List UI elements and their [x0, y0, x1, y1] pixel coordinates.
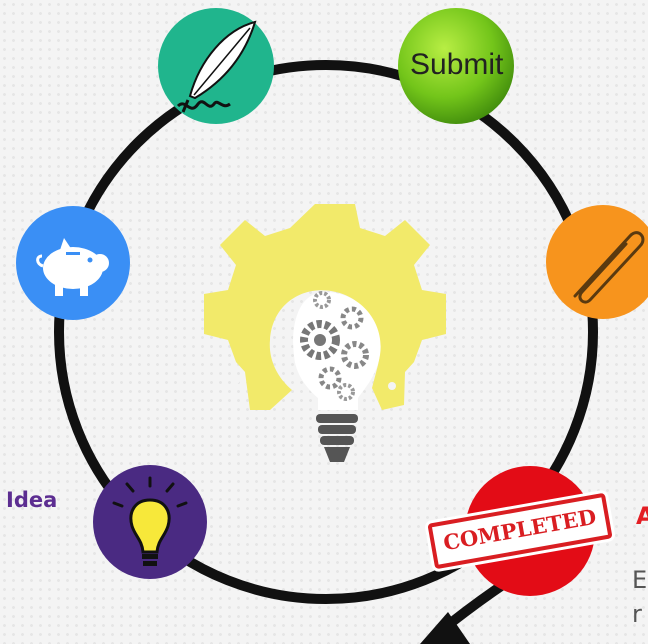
write-step[interactable]	[158, 8, 274, 124]
submit-label[interactable]: Submit	[410, 48, 504, 81]
lightbulb-gears-icon	[204, 204, 446, 462]
completed-heading: A	[636, 502, 648, 530]
exit-arrowhead	[420, 612, 470, 644]
idea-step[interactable]	[93, 465, 207, 579]
feather-pen-icon	[176, 20, 257, 113]
submit-circle[interactable]	[398, 8, 514, 124]
submit-step[interactable]	[398, 8, 514, 124]
completed-text-line-2: r	[632, 600, 642, 628]
cycle-ring	[54, 60, 598, 604]
paperclip-icon	[573, 231, 645, 304]
completed-text-line-1: E	[632, 566, 648, 594]
attach-step[interactable]	[546, 205, 648, 319]
attach-circle[interactable]	[546, 205, 648, 319]
idea-label: Idea	[6, 488, 58, 512]
big-gear-shape	[204, 204, 446, 410]
lightbulb-icon	[112, 476, 188, 566]
save-step[interactable]	[16, 206, 130, 320]
piggy-bank-icon	[36, 238, 109, 296]
